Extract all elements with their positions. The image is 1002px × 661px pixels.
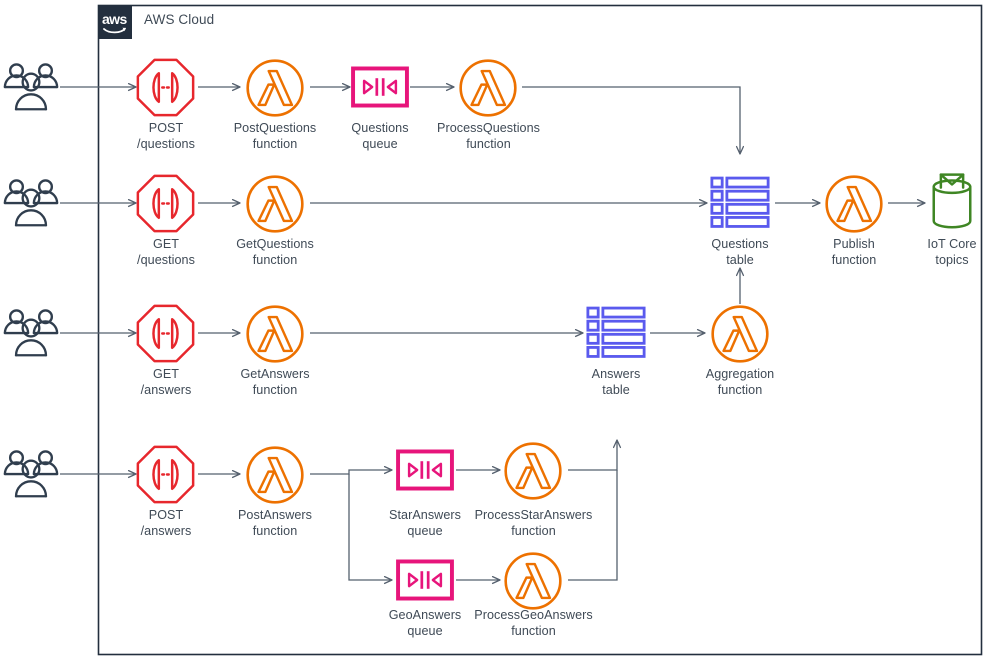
lambda-icon[interactable] [459, 59, 517, 117]
api-gateway-icon[interactable] [136, 304, 195, 363]
api-gateway-icon[interactable] [136, 445, 195, 504]
aws-cloud-boundary [97, 4, 983, 656]
edge-processq-questions-table [522, 86, 740, 154]
users-icon [3, 309, 59, 357]
lambda-icon[interactable] [246, 446, 304, 504]
label-api-get-answers: GET /answers [140, 367, 192, 397]
label-lambda-get-questions: GetQuestions function [236, 237, 314, 267]
iot-core-icon[interactable] [932, 173, 972, 229]
label-lambda-post-questions: PostQuestions function [233, 121, 317, 151]
aws-cloud-title: AWS Cloud [144, 12, 215, 27]
label-lambda-process-geo: ProcessGeoAnswers function [474, 608, 593, 638]
sqs-queue-icon[interactable] [353, 68, 407, 105]
lambda-icon[interactable] [246, 59, 304, 117]
lambda-icon[interactable] [246, 305, 304, 363]
dynamodb-table-icon[interactable] [586, 306, 646, 358]
label-iot-core-topics: IoT Core topics [927, 237, 977, 267]
lambda-icon[interactable] [711, 305, 769, 363]
label-queue-geo-answers: GeoAnswers queue [388, 608, 462, 638]
aws-logo-badge [98, 5, 132, 39]
edge-process-geo-answers-table [568, 470, 618, 581]
label-lambda-process-star: ProcessStarAnswers function [474, 508, 593, 538]
label-lambda-publish: Publish function [831, 237, 877, 267]
lambda-icon[interactable] [504, 442, 562, 500]
dynamodb-table-icon[interactable] [710, 176, 770, 228]
edge-process-star-answers-table [568, 440, 617, 471]
users-icon [3, 63, 59, 111]
api-gateway-icon[interactable] [136, 174, 195, 233]
sqs-queue-icon[interactable] [398, 451, 452, 488]
lambda-icon[interactable] [246, 175, 304, 233]
api-gateway-icon[interactable] [136, 58, 195, 117]
aws-logo-swoosh [103, 27, 126, 34]
aws-logo-text: aws [102, 11, 127, 27]
edge-posta-star-queue [310, 470, 392, 475]
label-api-get-questions: GET /questions [137, 237, 195, 267]
edge-posta-geo-queue [348, 474, 392, 580]
label-lambda-aggregation: Aggregation function [705, 367, 775, 397]
lambda-icon[interactable] [825, 175, 883, 233]
label-lambda-get-answers: GetAnswers function [240, 367, 310, 397]
label-api-post-answers: POST /answers [140, 508, 192, 538]
label-queue-star-answers: StarAnswers queue [389, 508, 461, 538]
label-table-questions: Questions table [711, 237, 769, 267]
users-icon [3, 179, 59, 227]
lambda-icon[interactable] [504, 552, 562, 610]
label-lambda-post-answers: PostAnswers function [237, 508, 313, 538]
label-api-post-questions: POST /questions [137, 121, 195, 151]
label-table-answers: Answers table [591, 367, 641, 397]
users-icon [3, 450, 59, 498]
sqs-queue-icon[interactable] [398, 561, 452, 598]
label-queue-questions: Questions queue [351, 121, 409, 151]
label-lambda-process-questions: ProcessQuestions function [437, 121, 540, 151]
